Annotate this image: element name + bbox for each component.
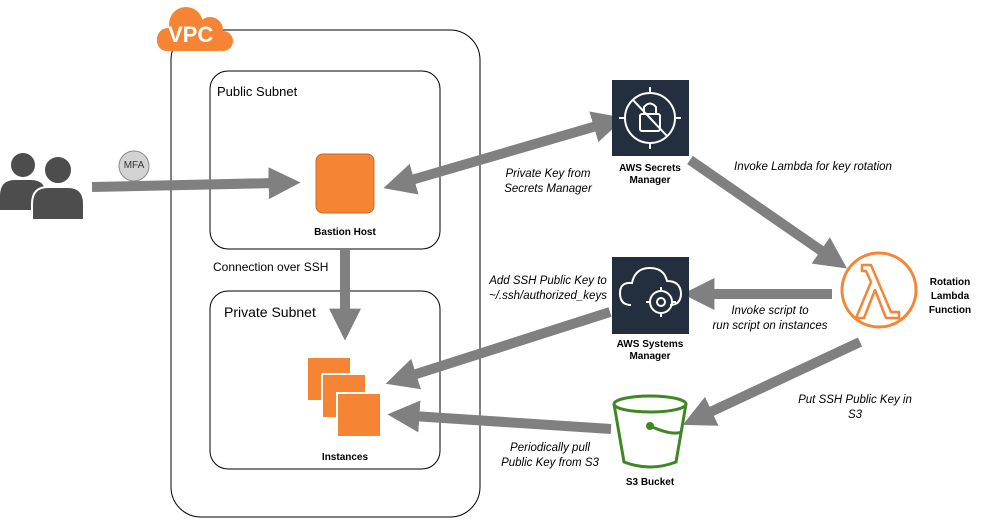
secrets-manager-icon [612, 80, 689, 156]
systems-manager-label-line2: Manager [629, 351, 671, 362]
systems-manager-label-line1: AWS Systems [616, 339, 684, 350]
arrow-ssm-to-instances [385, 307, 612, 390]
lambda-label: Rotation Lambda Function [921, 276, 979, 318]
secrets-manager-label-line2: Manager [629, 175, 671, 186]
systems-manager-icon [612, 257, 689, 334]
mfa-badge: MFA [123, 160, 145, 171]
add-key-label: Add SSH Public Key to ~/.ssh/authorized_… [478, 274, 618, 304]
vpc-cloud-icon [157, 7, 233, 51]
ssh-connection-label: Connection over SSH [213, 260, 329, 274]
secrets-manager-label: AWS Secrets Manager [600, 163, 700, 187]
vpc-boundary [170, 29, 481, 518]
lambda-function-icon [840, 251, 918, 329]
add-key-label-line2: ~/.ssh/authorized_keys [489, 290, 607, 302]
put-key-label-line1: Put SSH Public Key in [798, 394, 912, 406]
periodic-pull-label: Periodically pull Public Key from S3 [490, 441, 610, 471]
put-key-label: Put SSH Public Key in S3 [780, 393, 930, 423]
lambda-label-line1: Rotation [929, 277, 971, 288]
periodic-pull-label-line1: Periodically pull [510, 442, 590, 454]
instances-icon [306, 356, 382, 438]
systems-manager-label: AWS Systems Manager [600, 339, 700, 363]
s3-bucket-label: S3 Bucket [625, 477, 675, 488]
invoke-script-label-line1: Invoke script to [731, 305, 809, 317]
add-key-label-line1: Add SSH Public Key to [489, 275, 607, 287]
private-subnet-title: Private Subnet [224, 304, 316, 320]
private-key-label: Private Key from Secrets Manager [488, 167, 608, 197]
put-key-label-line2: S3 [847, 409, 863, 421]
bastion-host-label: Bastion Host [314, 227, 376, 238]
private-key-label-line2: Secrets Manager [504, 183, 592, 195]
private-subnet-box [209, 290, 441, 470]
arrow-users-to-bastion [91, 167, 301, 200]
bastion-host-icon [315, 153, 375, 214]
mfa-badge-circle [118, 150, 150, 182]
periodic-pull-label-line2: Public Key from S3 [501, 457, 599, 469]
invoke-script-label: Invoke script to run script on instances [705, 304, 835, 334]
private-key-label-line1: Private Key from [505, 168, 591, 180]
lambda-label-line2: Lambda [930, 291, 970, 302]
arrow-secrets-to-lambda [687, 155, 848, 269]
invoke-script-label-line2: run script on instances [712, 320, 828, 332]
invoke-lambda-label: Invoke Lambda for key rotation [734, 161, 892, 173]
users-icon [0, 153, 85, 221]
instances-label: Instances [321, 452, 369, 463]
secrets-manager-label-line1: AWS Secrets [619, 163, 681, 174]
vpc-label: VPC [168, 22, 214, 47]
arrow-lambda-to-s3 [682, 337, 863, 426]
lambda-label-line3: Function [928, 305, 972, 316]
arrow-bastion-secrets [383, 111, 625, 195]
s3-bucket-icon [612, 394, 688, 469]
arrow-s3-to-instances [387, 400, 612, 434]
public-subnet-title: Public Subnet [217, 84, 298, 99]
